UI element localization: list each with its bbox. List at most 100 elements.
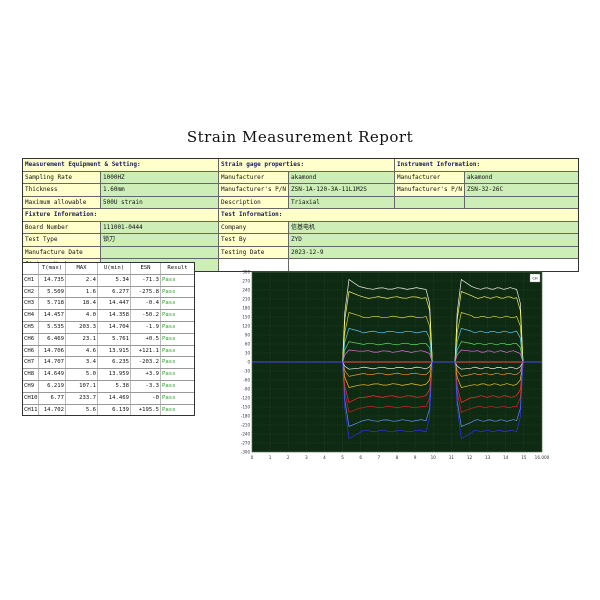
value-cell: 3.4 (66, 357, 98, 369)
y-tick-label: 150 (242, 314, 250, 319)
fixture-row: Board Number 111001-0444 Company 信基电机 (23, 221, 578, 234)
y-tick-label: -240 (241, 431, 251, 436)
test-section-header: Test Information: (219, 209, 578, 221)
value-cell: 203.3 (66, 321, 98, 333)
y-tick-label: -120 (241, 395, 251, 400)
x-tick-label: 3 (305, 455, 308, 460)
info-value: ZSN-32-26C (465, 184, 578, 196)
info-label: Manufacturer's P/N (219, 184, 289, 196)
x-tick-label: 15 (521, 455, 527, 460)
x-tick-label: 9 (414, 455, 417, 460)
value-cell: 6.139 (98, 404, 131, 416)
y-tick-label: 30 (245, 350, 251, 355)
test-value: ZYD (289, 234, 578, 246)
value-cell: 107.1 (66, 380, 98, 392)
y-tick-label: -300 (241, 449, 251, 454)
value-cell: 14.704 (98, 321, 131, 333)
y-tick-label: 270 (242, 278, 250, 283)
value-cell: 2.4 (66, 274, 98, 286)
info-label: Manufacturer's P/N (395, 184, 465, 196)
y-tick-label: 210 (242, 296, 250, 301)
test-label: Company (219, 221, 289, 233)
result-cell: Pass (162, 323, 176, 330)
legend-box (529, 273, 541, 283)
value-cell: 6.235 (98, 357, 131, 369)
value-cell: -50.2 (131, 310, 161, 321)
result-cell: Pass (162, 382, 176, 389)
value-cell: 5.0 (66, 369, 98, 380)
test-label (219, 259, 289, 271)
y-tick-label: -60 (243, 377, 250, 382)
y-tick-label: -90 (243, 386, 250, 391)
y-tick-label: -270 (241, 440, 251, 445)
value-cell: 14.702 (39, 404, 66, 416)
info-value: 500U strain (101, 196, 219, 208)
info-row: Maximum allowable 500U strain Descriptio… (23, 196, 578, 209)
section-header-row: Measurement Equipment & Setting: Strain … (23, 159, 578, 172)
fixture-section-header: Fixture Information: (23, 209, 219, 221)
value-cell: +0.5 (131, 333, 161, 345)
result-cell: Pass (162, 359, 176, 366)
result-table-header: T(max) MAX U(min) ESN Result (23, 263, 194, 275)
value-cell: 14.469 (98, 392, 131, 404)
value-cell: 13.959 (98, 369, 131, 380)
info-row: Sampling Rate 1000HZ Manufacturer akamon… (23, 171, 578, 184)
x-tick-label: 7 (378, 455, 381, 460)
x-tick-label: 4 (323, 455, 326, 460)
value-cell: -275.8 (131, 286, 161, 298)
value-cell: 5.38 (98, 380, 131, 392)
channel-cell: CH2 (23, 286, 39, 298)
value-cell: 18.4 (66, 298, 98, 310)
result-cell: Pass (162, 288, 176, 295)
value-cell: -71.3 (131, 274, 161, 286)
value-cell: 4.6 (66, 345, 98, 357)
y-tick-label: 60 (245, 341, 251, 346)
equipment-section-header: Measurement Equipment & Setting: (23, 159, 219, 171)
channel-cell: CH3 (23, 298, 39, 310)
value-cell: 14.706 (39, 345, 66, 357)
value-cell: 6.77 (39, 392, 66, 404)
test-label: Testing Date (219, 246, 289, 258)
x-tick-label: 6 (359, 455, 362, 460)
report-title: Strain Measurement Report (186, 128, 414, 146)
info-value: Triaxial (289, 196, 395, 208)
value-cell: 14.735 (39, 274, 66, 286)
series-line (252, 361, 542, 440)
value-cell: 14.358 (98, 310, 131, 321)
value-cell: 5.761 (98, 333, 131, 345)
value-cell: 5.6 (66, 404, 98, 416)
gage-section-header: Strain gage properties: (219, 159, 395, 171)
result-cell: Pass (162, 312, 176, 319)
x-tick-label: 11 (449, 455, 455, 460)
value-cell: 6.277 (98, 286, 131, 298)
value-cell: 14.447 (98, 298, 131, 310)
fixture-value: 111001-0444 (101, 221, 219, 233)
y-tick-label: -30 (243, 368, 250, 373)
value-cell: 4.0 (66, 310, 98, 321)
col-header: ESN (131, 263, 161, 274)
info-label: Sampling Rate (23, 171, 101, 183)
value-cell: -0.4 (131, 298, 161, 310)
info-row: Thickness 1.60mm Manufacturer's P/N ZSN-… (23, 184, 578, 197)
result-cell: Pass (162, 335, 176, 342)
info-label: Description (219, 196, 289, 208)
channel-cell: CH10 (23, 392, 39, 404)
instrument-section-header: Instrument Information: (395, 159, 578, 171)
value-cell: 5.535 (39, 321, 66, 333)
value-cell: 5.509 (39, 286, 66, 298)
value-cell: 13.915 (98, 345, 131, 357)
channel-cell: CH6 (23, 333, 39, 345)
result-cell: Pass (162, 276, 176, 283)
y-tick-label: 300 (242, 269, 250, 274)
info-value: 1.60mm (101, 184, 219, 196)
